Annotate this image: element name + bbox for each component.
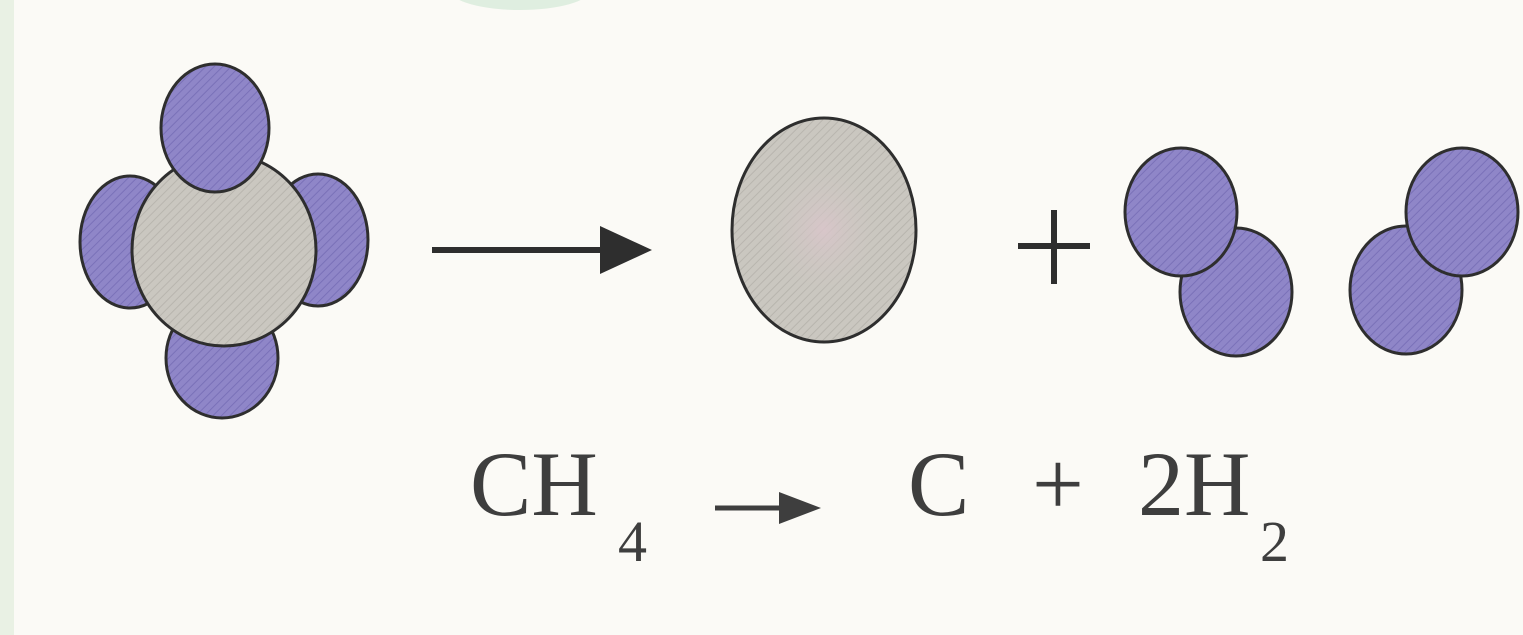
equation-product-hydrogen-subscript: 2 <box>1260 509 1289 574</box>
hydrogen-atom-top <box>159 62 271 194</box>
top-tint <box>459 0 581 10</box>
equation-arrow-icon <box>715 492 821 524</box>
equation-product-hydrogen: 2H <box>1138 433 1251 535</box>
equation-reactant: CH <box>470 433 598 535</box>
equation-product-carbon: C <box>908 433 970 535</box>
plus-icon <box>1018 210 1090 284</box>
equation-reactant-subscript: 4 <box>618 509 647 574</box>
methane-molecule <box>78 62 370 420</box>
hydrogen-molecule-2 <box>1348 146 1520 356</box>
hydrogen-atom <box>1404 146 1520 278</box>
chemical-equation: CH 4 C + 2H 2 <box>470 438 1370 588</box>
hydrogen-molecule-1 <box>1123 146 1294 358</box>
left-edge-tint <box>0 0 14 635</box>
arrow-right-icon <box>432 226 652 274</box>
equation-plus: + <box>1032 433 1084 535</box>
hydrogen-atom <box>1123 146 1239 278</box>
carbon-atom-product <box>730 116 918 344</box>
